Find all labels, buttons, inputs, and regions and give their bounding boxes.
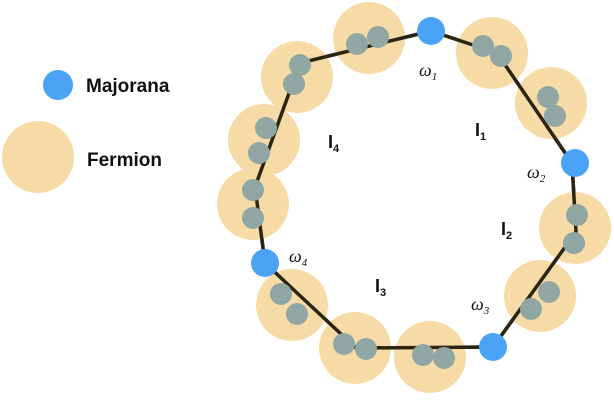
lattice-site xyxy=(333,333,355,355)
legend: Majorana Fermion xyxy=(2,70,170,193)
lattice-site xyxy=(544,105,566,127)
lattice-site xyxy=(255,117,277,139)
lattice-site xyxy=(563,232,585,254)
fermion-halo xyxy=(217,168,289,240)
lattice-site xyxy=(286,303,308,325)
majorana-node-3 xyxy=(479,333,507,361)
fermion-halos xyxy=(217,2,611,393)
majorana-legend-label: Majorana xyxy=(86,76,170,97)
region-2-label: I2 xyxy=(501,219,512,242)
lattice-site xyxy=(367,26,389,48)
majorana-nodes xyxy=(251,17,589,361)
region-labels: I1 I2 I3 I4 xyxy=(328,120,512,299)
majorana-node-2 xyxy=(561,149,589,177)
lattice-site xyxy=(520,298,542,320)
majorana-legend-swatch xyxy=(43,70,73,100)
lattice-site xyxy=(270,283,292,305)
lattice-site xyxy=(248,142,270,164)
lattice-site xyxy=(242,207,264,229)
region-4-label: I4 xyxy=(328,132,340,155)
region-1-label: I1 xyxy=(475,120,486,143)
lattice-site xyxy=(472,35,494,57)
lattice-site xyxy=(537,86,559,108)
lattice-site xyxy=(346,33,368,55)
region-3-label: I3 xyxy=(375,276,386,299)
lattice-site xyxy=(242,179,264,201)
fermion-legend-label: Fermion xyxy=(87,150,162,171)
majorana-labels: ω1 ω2 ω3 ω4 xyxy=(289,60,546,317)
omega-4-label: ω4 xyxy=(289,246,308,269)
fermion-halo xyxy=(228,104,300,176)
lattice-site xyxy=(490,45,512,67)
omega-2-label: ω2 xyxy=(527,162,546,185)
lattice-site xyxy=(433,347,455,369)
lattice-site xyxy=(355,338,377,360)
lattice-site xyxy=(566,204,588,226)
lattice-site xyxy=(538,281,560,303)
lattice-site xyxy=(412,344,434,366)
lattice-site xyxy=(283,73,305,95)
majorana-node-4 xyxy=(251,249,279,277)
fermion-legend-swatch xyxy=(2,121,74,193)
majorana-node-1 xyxy=(417,17,445,45)
omega-3-label: ω3 xyxy=(471,294,490,317)
lattice-site xyxy=(289,54,311,76)
omega-1-label: ω1 xyxy=(419,60,437,83)
lattice-sites xyxy=(242,26,588,369)
